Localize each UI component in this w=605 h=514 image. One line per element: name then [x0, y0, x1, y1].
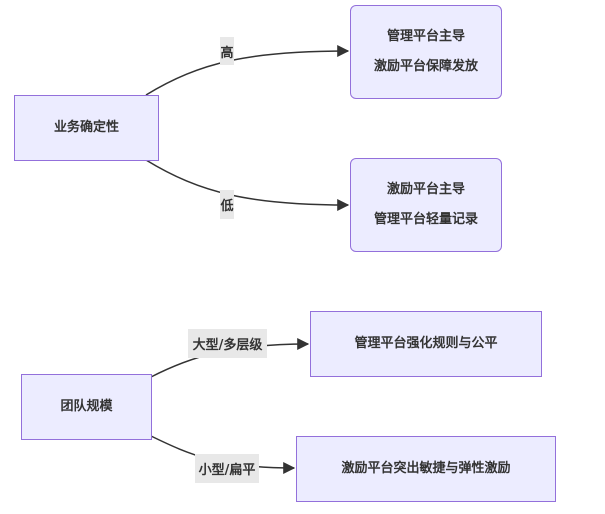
node-text-line-2: 激励平台保障发放 [373, 59, 478, 74]
node-business-certainty: 业务确定性 [14, 95, 159, 161]
node-small-team-outcome: 激励平台突出敏捷与弹性激励 [296, 436, 556, 502]
node-text-line-1: 管理平台主导 [386, 29, 465, 44]
edge-certainty-high [145, 45, 350, 96]
node-text: 管理平台强化规则与公平 [354, 336, 498, 351]
node-high-certainty-outcome: 管理平台主导 激励平台保障发放 [350, 5, 502, 99]
node-text: 激励平台突出敏捷与弹性激励 [341, 461, 511, 476]
node-text: 团队规模 [60, 399, 113, 414]
edge-label-large-multilevel: 大型/多层级 [188, 329, 267, 358]
node-low-certainty-outcome: 激励平台主导 管理平台轻量记录 [350, 158, 502, 252]
node-text: 业务确定性 [53, 120, 119, 135]
edge-label-high: 高 [220, 37, 234, 65]
edge-label-small-flat: 小型/扁平 [195, 454, 259, 483]
node-large-team-outcome: 管理平台强化规则与公平 [310, 311, 542, 377]
edge-label-low: 低 [220, 190, 234, 219]
node-text-line-1: 激励平台主导 [386, 182, 465, 197]
node-text-line-2: 管理平台轻量记录 [373, 212, 478, 227]
edge-certainty-low [145, 159, 350, 211]
node-team-size: 团队规模 [21, 374, 152, 440]
